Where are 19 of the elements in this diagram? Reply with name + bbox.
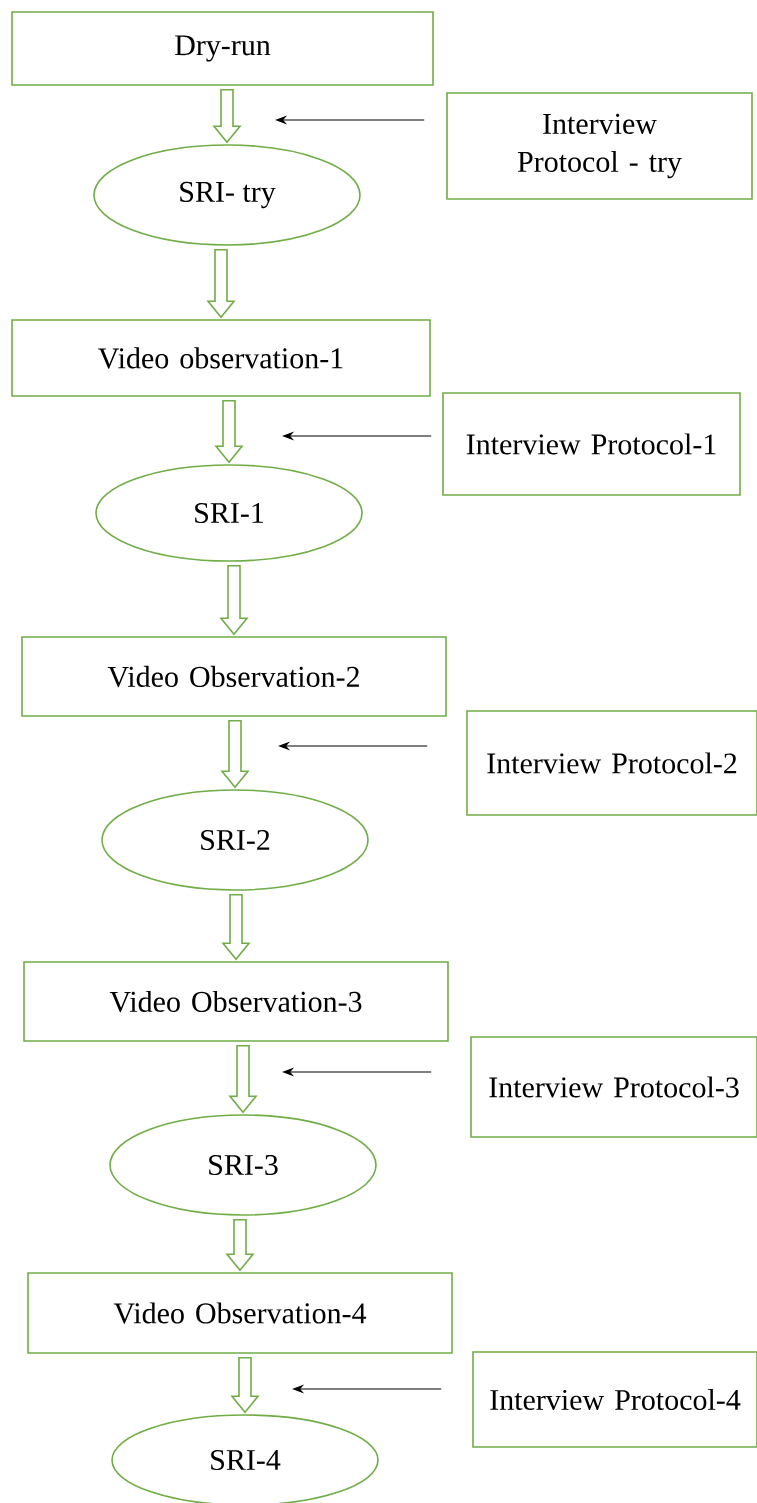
block-arrow	[221, 894, 251, 961]
block-arrow	[219, 565, 249, 636]
process-box: Video Observation-4	[27, 1272, 453, 1354]
process-box: Dry-run	[11, 11, 434, 86]
process-box: Interview Protocol-4	[472, 1351, 757, 1448]
block-arrow	[220, 720, 250, 789]
block-arrow	[206, 249, 236, 319]
block-arrow	[225, 1219, 255, 1272]
process-box: Video Observation-2	[21, 636, 447, 717]
block-arrow	[230, 1357, 260, 1414]
process-box: Interview Protocol-1	[442, 392, 741, 496]
block-arrow	[228, 1045, 258, 1114]
block-arrow	[214, 400, 244, 464]
process-box: Interview Protocol - try	[446, 92, 753, 200]
process-box: Video observation-1	[11, 319, 431, 397]
block-arrow	[212, 89, 242, 144]
process-box: Interview Protocol-2	[466, 710, 757, 816]
process-box: Video Observation-3	[23, 961, 449, 1042]
process-box: Interview Protocol-3	[470, 1036, 757, 1138]
